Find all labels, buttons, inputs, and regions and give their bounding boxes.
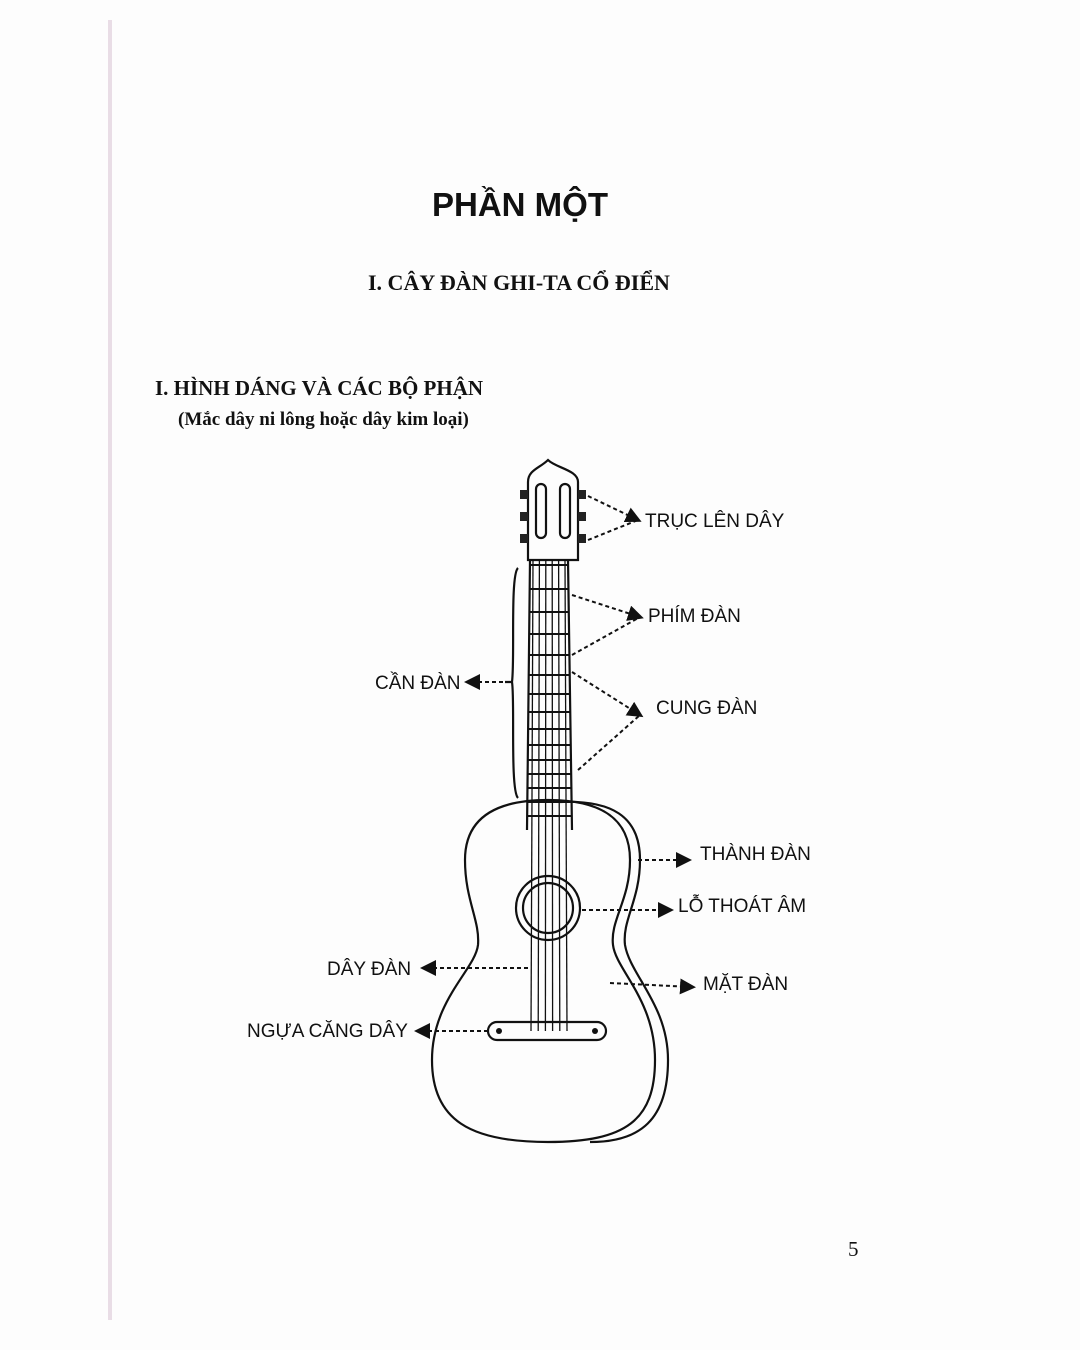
label-neck: CẦN ĐÀN bbox=[375, 672, 461, 694]
label-strings: DÂY ĐÀN bbox=[327, 958, 411, 980]
label-sides: THÀNH ĐÀN bbox=[700, 844, 811, 865]
string bbox=[537, 559, 541, 1032]
string bbox=[564, 559, 568, 1032]
soundhole bbox=[514, 874, 582, 942]
neck-brace bbox=[505, 567, 519, 799]
guitar-neck bbox=[525, 559, 574, 831]
label-soundboard: MẶT ĐÀN bbox=[703, 974, 788, 995]
section-subtitle: (Mắc dây ni lông hoặc dây kim loại) bbox=[178, 409, 469, 430]
chapter-title: I. CÂY ĐÀN GHI-TA CỔ ĐIỂN bbox=[368, 270, 670, 295]
guitar-sides bbox=[559, 800, 670, 1144]
label-bridge: NGỰA CĂNG DÂY bbox=[247, 1020, 408, 1042]
label-tuning-pegs: TRỤC LÊN DÂY bbox=[645, 510, 785, 532]
bridge bbox=[486, 1020, 608, 1042]
string bbox=[557, 559, 561, 1032]
string bbox=[530, 559, 534, 1032]
leader-lines bbox=[414, 495, 696, 1039]
guitar-body bbox=[430, 798, 657, 1144]
label-soundhole: LỖ THOÁT ÂM bbox=[678, 895, 806, 917]
frets bbox=[527, 564, 572, 817]
strings bbox=[530, 559, 568, 1032]
section-title: I. HÌNH DÁNG VÀ CÁC BỘ PHẬN bbox=[155, 376, 483, 400]
tuning-pegs bbox=[520, 490, 586, 543]
page-number: 5 bbox=[848, 1237, 859, 1261]
label-frets: PHÍM ĐÀN bbox=[648, 606, 741, 627]
headstock bbox=[526, 458, 580, 562]
label-fret-spaces: CUNG ĐÀN bbox=[656, 698, 757, 719]
part-labels: TRỤC LÊN DÂY PHÍM ĐÀN CUNG ĐÀN CẦN ĐÀN T… bbox=[247, 510, 811, 1042]
guitar-drawing bbox=[430, 458, 670, 1144]
part-title: PHẦN MỘT bbox=[432, 185, 608, 223]
